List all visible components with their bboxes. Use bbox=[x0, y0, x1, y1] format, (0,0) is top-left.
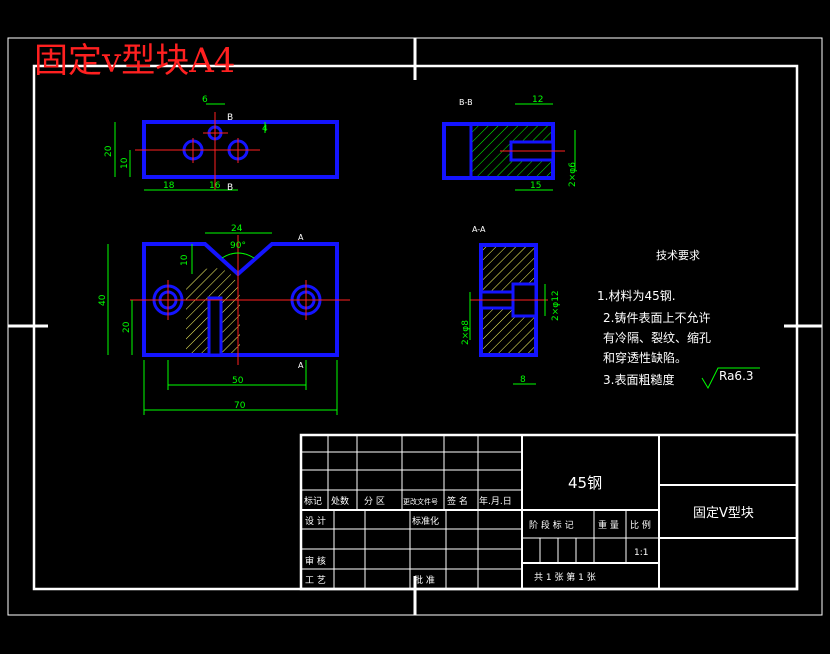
label-jieduan: 阶 段 标 记 bbox=[529, 519, 574, 531]
label-biaoji: 标记 bbox=[304, 495, 322, 507]
roughness-value: Ra6.3 bbox=[719, 369, 754, 383]
section-label-bb: B-B bbox=[459, 98, 473, 107]
label-zhongliang: 重 量 bbox=[598, 519, 619, 531]
dim-front-40: 40 bbox=[98, 294, 108, 306]
tech-item-2-line2: 有冷隔、裂纹、缩孔 bbox=[603, 330, 711, 345]
label-shenhe: 审 核 bbox=[305, 555, 326, 567]
dim-front-70: 70 bbox=[234, 401, 246, 411]
section-label-b-bottom: B bbox=[227, 183, 233, 193]
dim-aa-8: 8 bbox=[520, 375, 526, 385]
section-aa-view: A-A 2×φ12 2×φ8 8 bbox=[461, 225, 561, 385]
dim-bb-12: 12 bbox=[532, 95, 543, 105]
material-value: 45钢 bbox=[568, 474, 602, 492]
top-view: 6 4 20 10 18 16 B B bbox=[104, 95, 339, 193]
dim-front-20: 20 bbox=[122, 321, 132, 333]
front-slot bbox=[207, 296, 223, 357]
dim-front-90: 90° bbox=[230, 241, 246, 251]
tech-requirements: 技术要求 1.材料为45钢. 2.铸件表面上不允许 有冷隔、裂纹、缩孔 和穿透性… bbox=[597, 249, 760, 390]
drawing-title: 固定v型块A4 bbox=[34, 41, 235, 81]
scale-value: 1:1 bbox=[634, 548, 648, 558]
section-label-b-top: B bbox=[227, 113, 233, 123]
dim-top-18: 18 bbox=[163, 181, 175, 191]
tech-item-2-line1: 2.铸件表面上不允许 bbox=[603, 310, 710, 325]
dim-bb-15: 15 bbox=[530, 181, 541, 191]
tech-item-3: 3.表面粗糙度 bbox=[603, 372, 674, 387]
label-sheji: 设 计 bbox=[305, 515, 326, 527]
dim-front-10: 10 bbox=[180, 254, 190, 266]
label-chushu: 处数 bbox=[331, 495, 349, 507]
section-bb-view: B-B 12 15 2×φ6 bbox=[442, 95, 578, 191]
dim-bb-2x6: 2×φ6 bbox=[568, 162, 578, 187]
section-label-a-top: A bbox=[298, 233, 304, 242]
dim-top-20: 20 bbox=[104, 145, 114, 157]
title-block-frame bbox=[299, 433, 799, 591]
dim-top-4: 4 bbox=[262, 124, 268, 134]
dim-aa-2x12: 2×φ12 bbox=[551, 290, 561, 321]
section-label-aa: A-A bbox=[472, 225, 486, 234]
tech-item-2-line3: 和穿透性缺陷。 bbox=[603, 350, 687, 365]
title-block bbox=[299, 433, 799, 591]
label-nianyueri: 年.月.日 bbox=[479, 495, 512, 507]
tech-item-1: 1.材料为45钢. bbox=[597, 289, 676, 303]
label-pizhun: 批 准 bbox=[414, 574, 435, 586]
label-fenqu: 分 区 bbox=[364, 496, 385, 507]
dim-top-6: 6 bbox=[202, 95, 208, 105]
label-gengai: 更改文件号 bbox=[403, 497, 438, 506]
sheet-count: 共 1 张 第 1 张 bbox=[534, 571, 596, 583]
title-block-text: 45钢 固定V型块 标记 处数 分 区 更改文件号 签 名 年.月.日 设 计 … bbox=[304, 474, 754, 586]
label-gongyi: 工 艺 bbox=[305, 575, 326, 586]
label-biaozhunhua: 标准化 bbox=[412, 515, 439, 527]
dim-arc bbox=[221, 252, 255, 259]
dim-aa-2x8: 2×φ8 bbox=[461, 320, 471, 345]
section-label-a-bottom: A bbox=[298, 361, 304, 370]
label-bili: 比 例 bbox=[630, 519, 651, 531]
label-qianming: 签 名 bbox=[447, 495, 468, 507]
dim-top-10: 10 bbox=[120, 157, 130, 169]
front-view-outline bbox=[142, 242, 339, 357]
front-view: 24 90° 10 40 20 50 70 A A bbox=[98, 224, 350, 415]
dim-front-50: 50 bbox=[232, 376, 244, 386]
dim-top-16: 16 bbox=[209, 181, 221, 191]
roughness-symbol bbox=[701, 367, 760, 390]
part-name: 固定V型块 bbox=[693, 506, 754, 521]
tech-heading: 技术要求 bbox=[656, 249, 700, 262]
dim-front-24: 24 bbox=[231, 224, 243, 234]
